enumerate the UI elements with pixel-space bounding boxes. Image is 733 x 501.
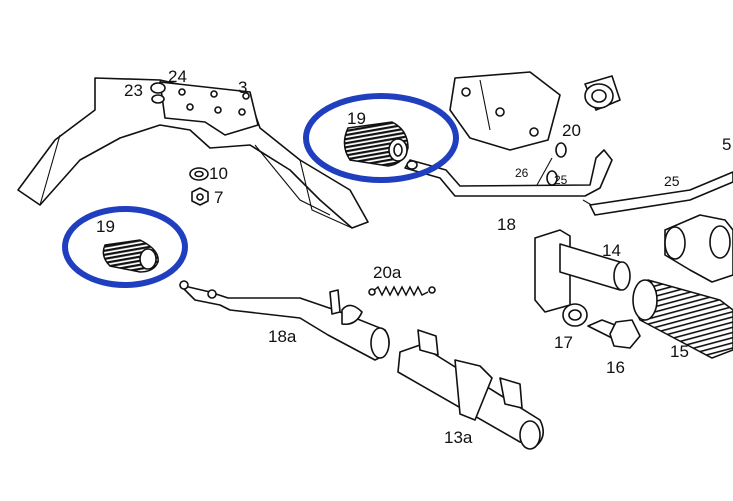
rod-25 [589,171,733,216]
label-20: 20 [562,121,581,140]
label-5: 5 [722,135,731,154]
callout-circle-left [62,206,188,288]
label-25-small: 25 [554,173,568,187]
nut-7 [191,187,209,206]
nut-23-24 [150,82,166,104]
label-20a: 20a [373,263,402,282]
label-15: 15 [670,342,689,361]
label-17: 17 [554,333,573,352]
spring-20a [368,285,436,297]
pedal-pad-19-top [343,121,418,170]
callouts [62,93,459,288]
pedal-arm-right [664,214,733,283]
callout-circle-top [303,93,459,183]
pedal-pad-19-left [102,239,159,273]
label-18: 18 [497,215,516,234]
pedal-housing [449,71,561,151]
label-18a: 18a [268,327,297,346]
label-25: 25 [664,173,680,189]
pedal-pad-15 [632,279,733,359]
pin-26 [536,157,558,186]
label-19-top: 19 [347,109,366,128]
frame-bracket [17,77,369,229]
label-24: 24 [168,67,187,86]
shaft-13a [397,329,544,450]
part-labels: 23 24 3 10 7 19 19 20 26 25 5 25 18 14 2… [96,67,731,447]
lever-18a [179,280,390,361]
label-26: 26 [515,166,529,180]
rod-18 [404,149,613,211]
label-23: 23 [124,81,143,100]
bushing [584,75,621,111]
label-10: 10 [209,164,228,183]
label-14: 14 [602,241,621,260]
label-16: 16 [606,358,625,377]
label-19-left: 19 [96,217,115,236]
label-13a: 13a [444,428,473,447]
washer-10 [189,167,209,181]
label-3: 3 [238,78,247,97]
label-7: 7 [214,188,223,207]
pivot-14 [534,229,631,313]
washer-17 [562,303,588,327]
bolt-16 [587,319,641,349]
clip-20 [555,142,567,158]
